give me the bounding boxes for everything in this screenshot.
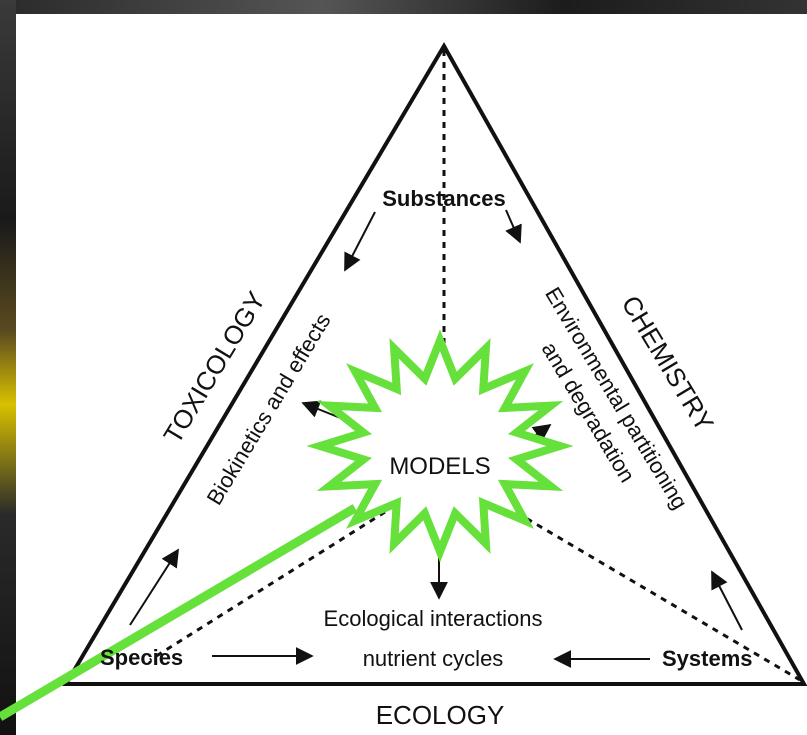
process-bottom-label-line1: Ecological interactions	[324, 606, 543, 631]
triangle-outline	[62, 42, 807, 686]
models-starburst-highlight	[306, 329, 574, 563]
arrow-substances-to-partitioning	[505, 209, 522, 244]
arrow-species-to-biokinetics	[129, 548, 179, 626]
discipline-bottom-label: ECOLOGY	[376, 700, 505, 730]
vertex-top-label: Substances	[382, 186, 506, 211]
background-photo-edge-top	[0, 0, 807, 14]
process-bottom-label-line2: nutrient cycles	[363, 646, 504, 671]
dashed-line-left	[149, 510, 386, 662]
background-photo-edge-left	[0, 0, 16, 735]
dashed-line-right	[474, 486, 801, 682]
center-label: MODELS	[389, 453, 490, 480]
pointer-line	[0, 504, 358, 721]
vertex-left-label: Species	[100, 645, 183, 670]
arrow-systems-to-partitioning	[711, 570, 743, 631]
arrow-substances-to-biokinetics	[344, 211, 376, 272]
vertex-right-label: Systems	[662, 646, 753, 671]
